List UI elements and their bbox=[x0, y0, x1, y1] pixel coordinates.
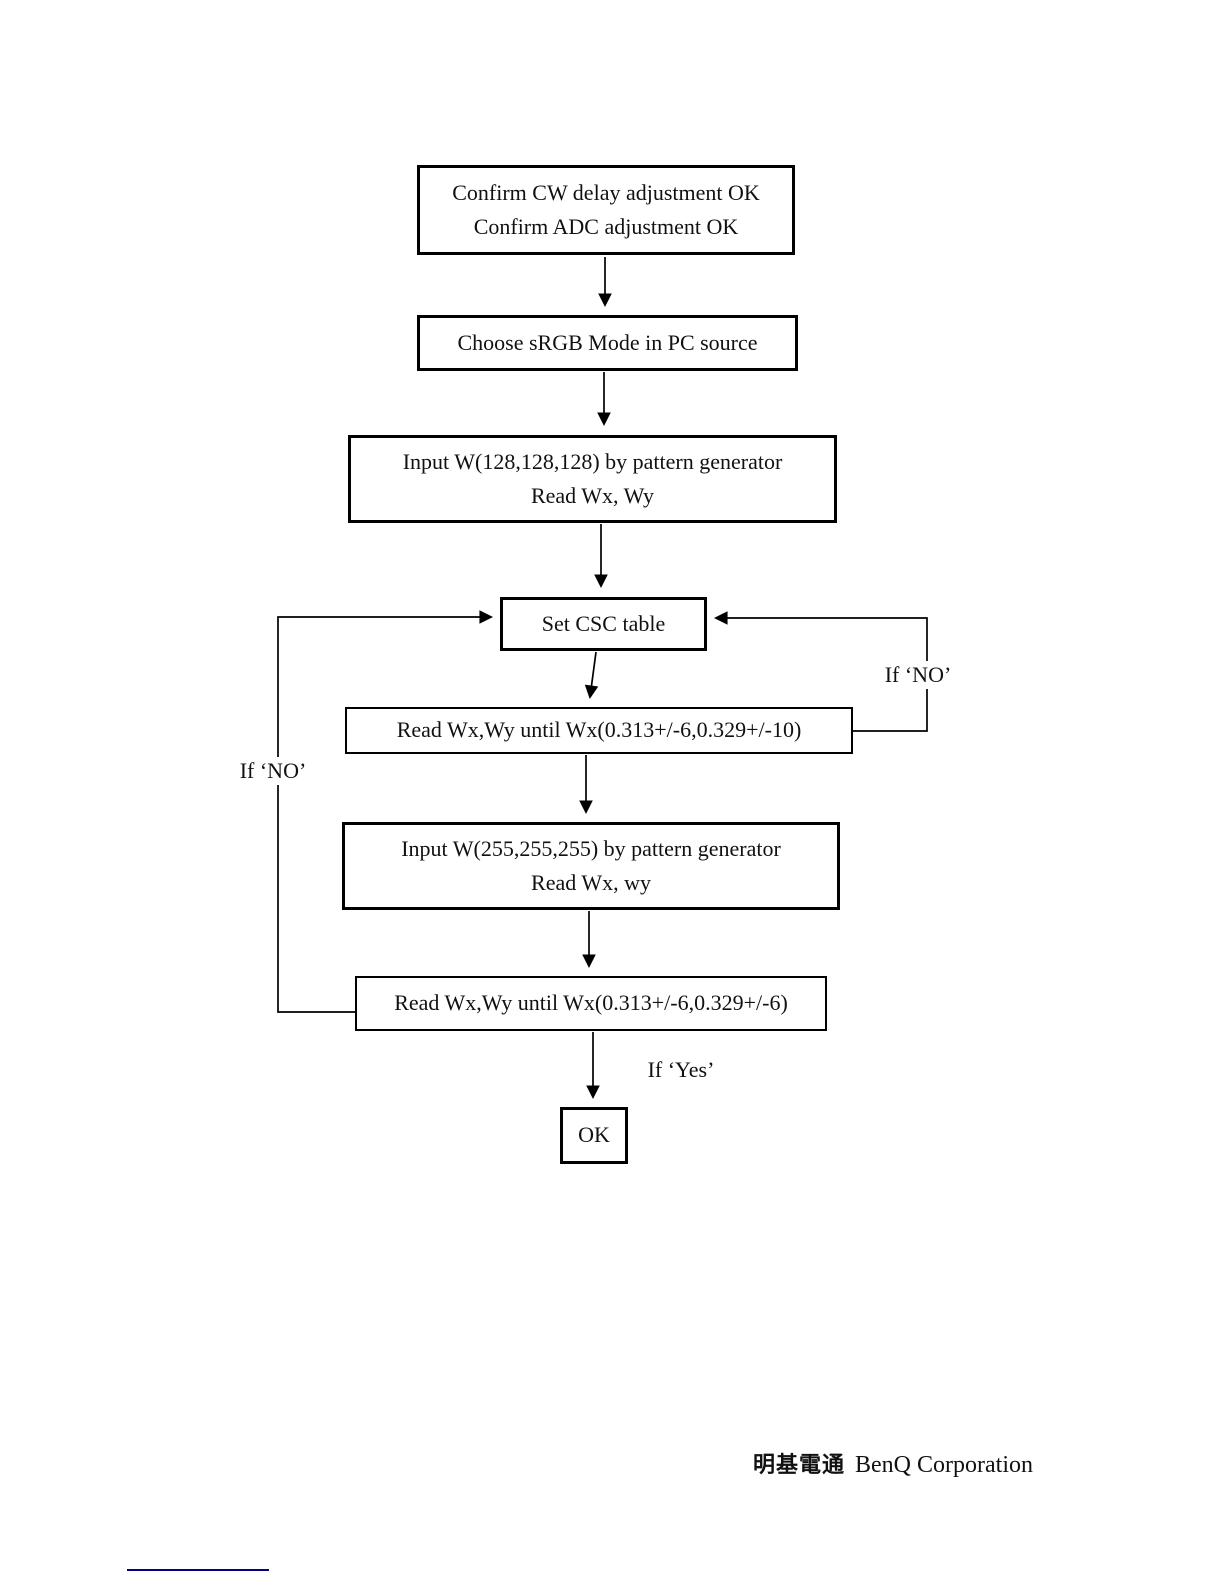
flow-node-text: Set CSC table bbox=[541, 610, 666, 636]
arrow-setcsc-to-read10 bbox=[584, 651, 599, 700]
flow-node-read-until-10: Read Wx,Wy until Wx(0.313+/-6,0.329+/-10… bbox=[345, 707, 853, 754]
flow-node-text: Read Wx,Wy until Wx(0.313+/-6,0.329+/-6) bbox=[394, 990, 788, 1016]
flow-node-text: Input W(255,255,255) by pattern generato… bbox=[401, 835, 781, 861]
flow-node-text: Confirm ADC adjustment OK bbox=[473, 214, 739, 239]
footnote-divider-line bbox=[127, 1569, 269, 1571]
flow-node-text: OK bbox=[578, 1122, 610, 1148]
flow-node-text: Read Wx,Wy until Wx(0.313+/-6,0.329+/-10… bbox=[396, 717, 802, 743]
branch-label-if-no-left: If ‘NO’ bbox=[223, 757, 323, 785]
flow-node-input-w128: Input W(128,128,128) by pattern generato… bbox=[348, 435, 837, 523]
flow-node-text: Choose sRGB Mode in PC source bbox=[457, 329, 758, 355]
footer-company-name: BenQ Corporation bbox=[855, 1452, 1033, 1478]
flow-node-confirm-adjustments: Confirm CW delay adjustment OK Confirm A… bbox=[417, 165, 795, 255]
branch-label-if-yes: If ‘Yes’ bbox=[631, 1056, 731, 1084]
branch-label-if-no-right: If ‘NO’ bbox=[868, 661, 968, 689]
flow-node-text: Read Wx, wy bbox=[531, 870, 651, 895]
footer: 明基電通 BenQ Corporation bbox=[753, 1447, 1033, 1479]
flow-node-text: Confirm CW delay adjustment OK bbox=[452, 179, 760, 205]
flow-node-set-csc-table: Set CSC table bbox=[500, 597, 707, 651]
flow-node-text: Read Wx, Wy bbox=[530, 483, 655, 508]
flow-node-input-w255: Input W(255,255,255) by pattern generato… bbox=[342, 822, 840, 910]
flow-node-read-until-6: Read Wx,Wy until Wx(0.313+/-6,0.329+/-6) bbox=[355, 976, 827, 1031]
flow-node-text: Input W(128,128,128) by pattern generato… bbox=[402, 448, 783, 474]
loop-no-left bbox=[277, 610, 494, 1013]
footer-company-cjk: 明基電通 bbox=[753, 1452, 846, 1477]
flow-node-ok: OK bbox=[560, 1107, 628, 1164]
flow-node-choose-srgb: Choose sRGB Mode in PC source bbox=[417, 315, 798, 371]
